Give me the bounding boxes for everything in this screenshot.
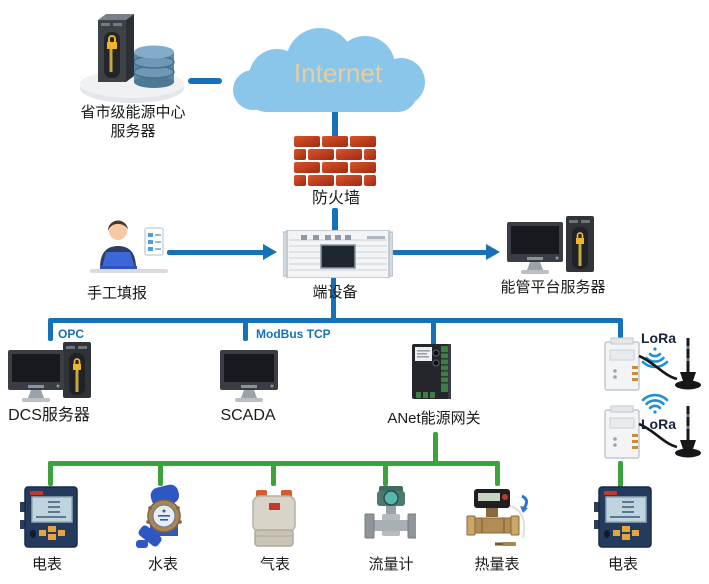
opc-label: OPC: [58, 327, 85, 341]
antenna-icon: [638, 338, 701, 390]
manual-entry-person-icon: [90, 220, 168, 273]
firewall-icon: [294, 136, 376, 186]
server-tower-icon: [63, 342, 91, 398]
energy-center-server-label-line2: 服务器: [110, 122, 156, 140]
energy-center-server-icon: [80, 14, 184, 103]
heat-meter-label: 热量表: [474, 556, 520, 573]
flow-meter-label: 流量计: [368, 556, 414, 573]
gdrop-gas: [271, 463, 276, 486]
link-anet-greenbus: [433, 432, 438, 463]
lora-top-label: LoRa: [641, 330, 676, 346]
heat-meter-icon: [466, 489, 529, 546]
server-tower-icon: [98, 14, 134, 82]
energy-center-server-label-line1: 省市级能源中心: [80, 104, 186, 121]
desk: [90, 269, 168, 273]
arrowhead-to-enddevice: [263, 244, 277, 260]
din-module-icon: [604, 405, 640, 459]
firewall-label: 防火墙: [311, 190, 360, 207]
link-manual-enddevice: [167, 250, 265, 255]
flow-meter-icon: [364, 486, 416, 539]
link-server-cloud-dash: [188, 78, 222, 84]
lora-top-icon: [604, 337, 701, 391]
internet-cloud-icon: [233, 28, 425, 112]
link-enddevice-bus: [331, 276, 336, 320]
gdrop-flow: [383, 463, 388, 486]
energy-platform-server-label: 能管平台服务器: [500, 279, 606, 296]
link-lora-electricmeter: [618, 461, 623, 490]
gdrop-electric-left: [48, 463, 53, 486]
manual-entry-label: 手工填报: [86, 285, 147, 302]
link-enddevice-platform: [392, 250, 487, 255]
gdrop-heat: [495, 463, 500, 486]
antenna-icon: [638, 406, 701, 458]
server-tower-icon: [566, 216, 594, 272]
electric-meter-left-label: 电表: [31, 556, 62, 573]
lora-bottom-icon: [604, 393, 701, 459]
dcs-server-label: DCS服务器: [8, 407, 90, 424]
end-device-icon: [283, 230, 393, 278]
clipboard-icon: [144, 227, 164, 256]
temperature-probe-icon: [495, 542, 516, 546]
energy-center-server-label: 省市级能源中心 服务器: [53, 104, 213, 142]
wifi-up-icon: [641, 393, 669, 414]
link-cloud-firewall: [332, 111, 338, 138]
scada-icon: [220, 350, 278, 402]
energy-platform-server-icon: [507, 216, 594, 274]
din-module-icon: [604, 337, 640, 391]
end-device-label: 端设备: [312, 284, 358, 301]
modbus-tcp-label: ModBus TCP: [256, 327, 331, 341]
monitor-icon: [507, 222, 563, 274]
drop-opc-dcs: [48, 320, 53, 341]
blue-bus-right-drop-lora: [618, 320, 623, 343]
drop-modbus-scada: [243, 320, 248, 341]
electric-meter-left-icon: [20, 486, 78, 548]
dcs-server-icon: [8, 342, 91, 402]
anet-gateway-icon: [412, 344, 451, 399]
anet-gateway-label: ANet能源网关: [387, 410, 481, 427]
electric-meter-right-icon: [594, 486, 652, 548]
link-firewall-enddevice: [332, 208, 338, 233]
person-icon: [100, 220, 137, 269]
monitor-icon: [220, 350, 278, 402]
arrowhead-to-platform: [486, 244, 500, 260]
scada-label: SCADA: [220, 407, 276, 424]
drop-anet: [431, 320, 436, 345]
internet-label: Internet: [293, 58, 383, 88]
gas-meter-icon: [252, 490, 296, 547]
database-icon: [133, 45, 175, 88]
monitor-icon: [8, 350, 64, 402]
lora-bottom-label: LoRa: [641, 416, 676, 432]
electric-meter-right-label: 电表: [607, 556, 638, 573]
water-meter-icon: [136, 484, 182, 548]
gas-meter-label: 气表: [259, 556, 290, 573]
gdrop-water: [158, 463, 163, 486]
wifi-down-icon: [641, 347, 669, 369]
water-meter-label: 水表: [147, 556, 178, 573]
blue-bus-horizontal: [48, 318, 623, 323]
